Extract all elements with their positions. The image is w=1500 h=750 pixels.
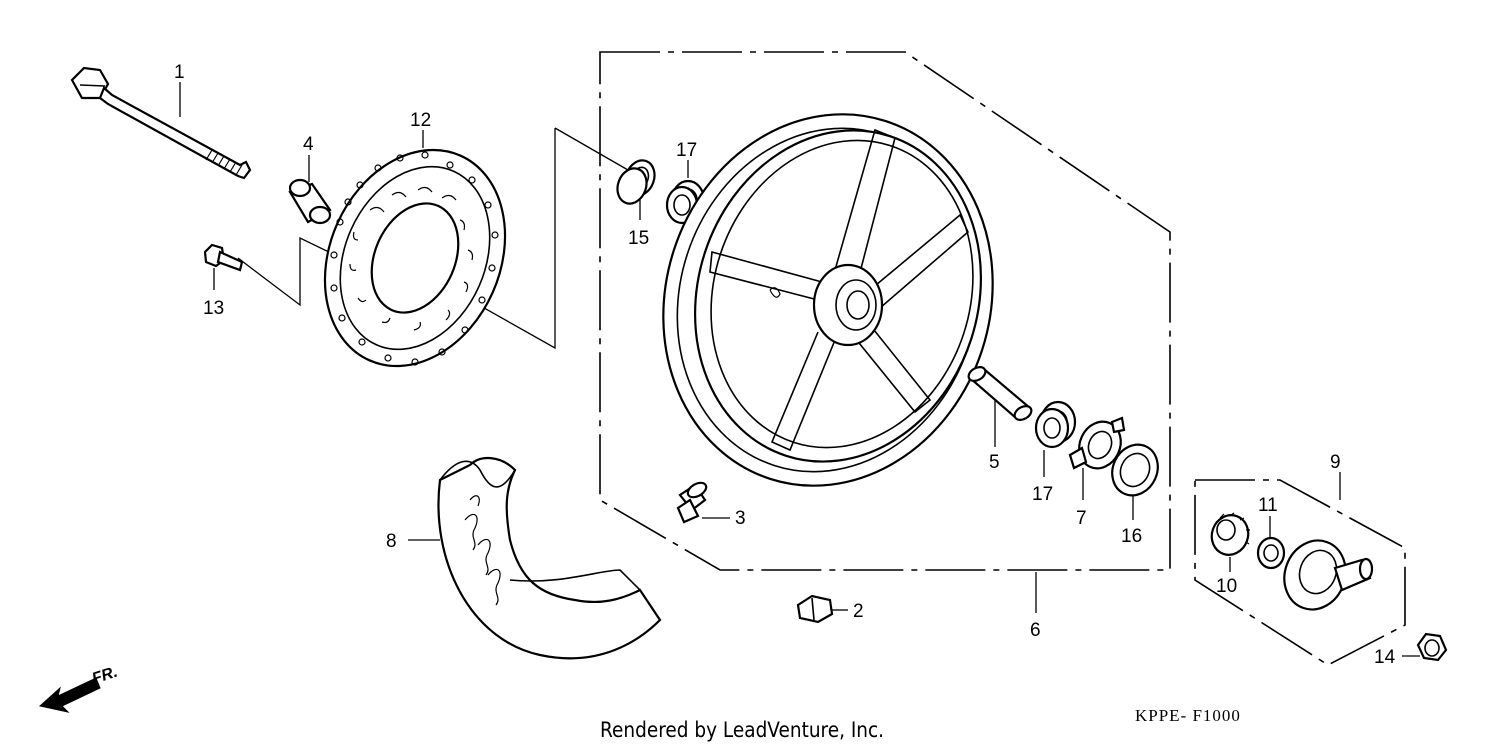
- callout-5: 5: [989, 452, 1000, 473]
- gearbox-assembly-outline: [1194, 479, 1406, 666]
- callout-3: 3: [735, 508, 746, 529]
- brake-disc[interactable]: [292, 121, 538, 395]
- dust-seal[interactable]: [1104, 437, 1166, 503]
- callout-13: 13: [203, 298, 224, 319]
- disc-bolt[interactable]: [203, 243, 244, 272]
- callout-7: 7: [1076, 508, 1087, 529]
- callout-12: 12: [410, 110, 431, 131]
- callout-9: 9: [1330, 452, 1341, 473]
- callout-15: 15: [628, 228, 649, 249]
- speedometer-retainer[interactable]: [1068, 415, 1128, 475]
- callout-10: 10: [1216, 576, 1237, 597]
- speedometer-gearbox[interactable]: [1275, 532, 1374, 618]
- bearing-17-lower[interactable]: [1034, 400, 1077, 449]
- side-collar[interactable]: [288, 178, 332, 225]
- bearing-15[interactable]: [613, 156, 660, 207]
- thrust-washer[interactable]: [1256, 536, 1286, 570]
- front-fender[interactable]: [437, 457, 662, 660]
- callout-16: 16: [1121, 526, 1142, 547]
- callout-11: 11: [1258, 495, 1278, 516]
- bearing-17-upper[interactable]: [665, 179, 706, 225]
- front-direction-marker: FR.: [38, 660, 148, 720]
- front-wheel[interactable]: [616, 71, 1040, 529]
- wheel-assembly-outline: [599, 51, 1171, 571]
- disc-upper-lead: [554, 127, 629, 171]
- axle-nut[interactable]: [1416, 632, 1448, 662]
- fender-clip[interactable]: [796, 594, 834, 624]
- axle-bolt[interactable]: [70, 66, 252, 180]
- axle-spacer[interactable]: [966, 364, 1034, 422]
- drawing-code: KPPE- F1000: [1135, 706, 1241, 725]
- callout-14: 14: [1374, 647, 1396, 668]
- callout-17-lower: 17: [1032, 484, 1053, 505]
- callout-2: 2: [853, 601, 864, 622]
- front-direction-label: FR.: [90, 664, 120, 688]
- callout-4: 4: [303, 134, 314, 155]
- tire-valve[interactable]: [676, 480, 709, 524]
- front-direction-arrow-icon: FR.: [38, 664, 120, 713]
- callout-8: 8: [386, 531, 397, 552]
- render-credit: Rendered by LeadVenture, Inc.: [600, 718, 885, 742]
- bolt13-bracket-lead: [237, 236, 336, 307]
- callout-6: 6: [1030, 620, 1041, 641]
- callout-1: 1: [174, 62, 185, 83]
- speedometer-gear[interactable]: [1206, 510, 1254, 560]
- callout-17-upper: 17: [676, 140, 697, 161]
